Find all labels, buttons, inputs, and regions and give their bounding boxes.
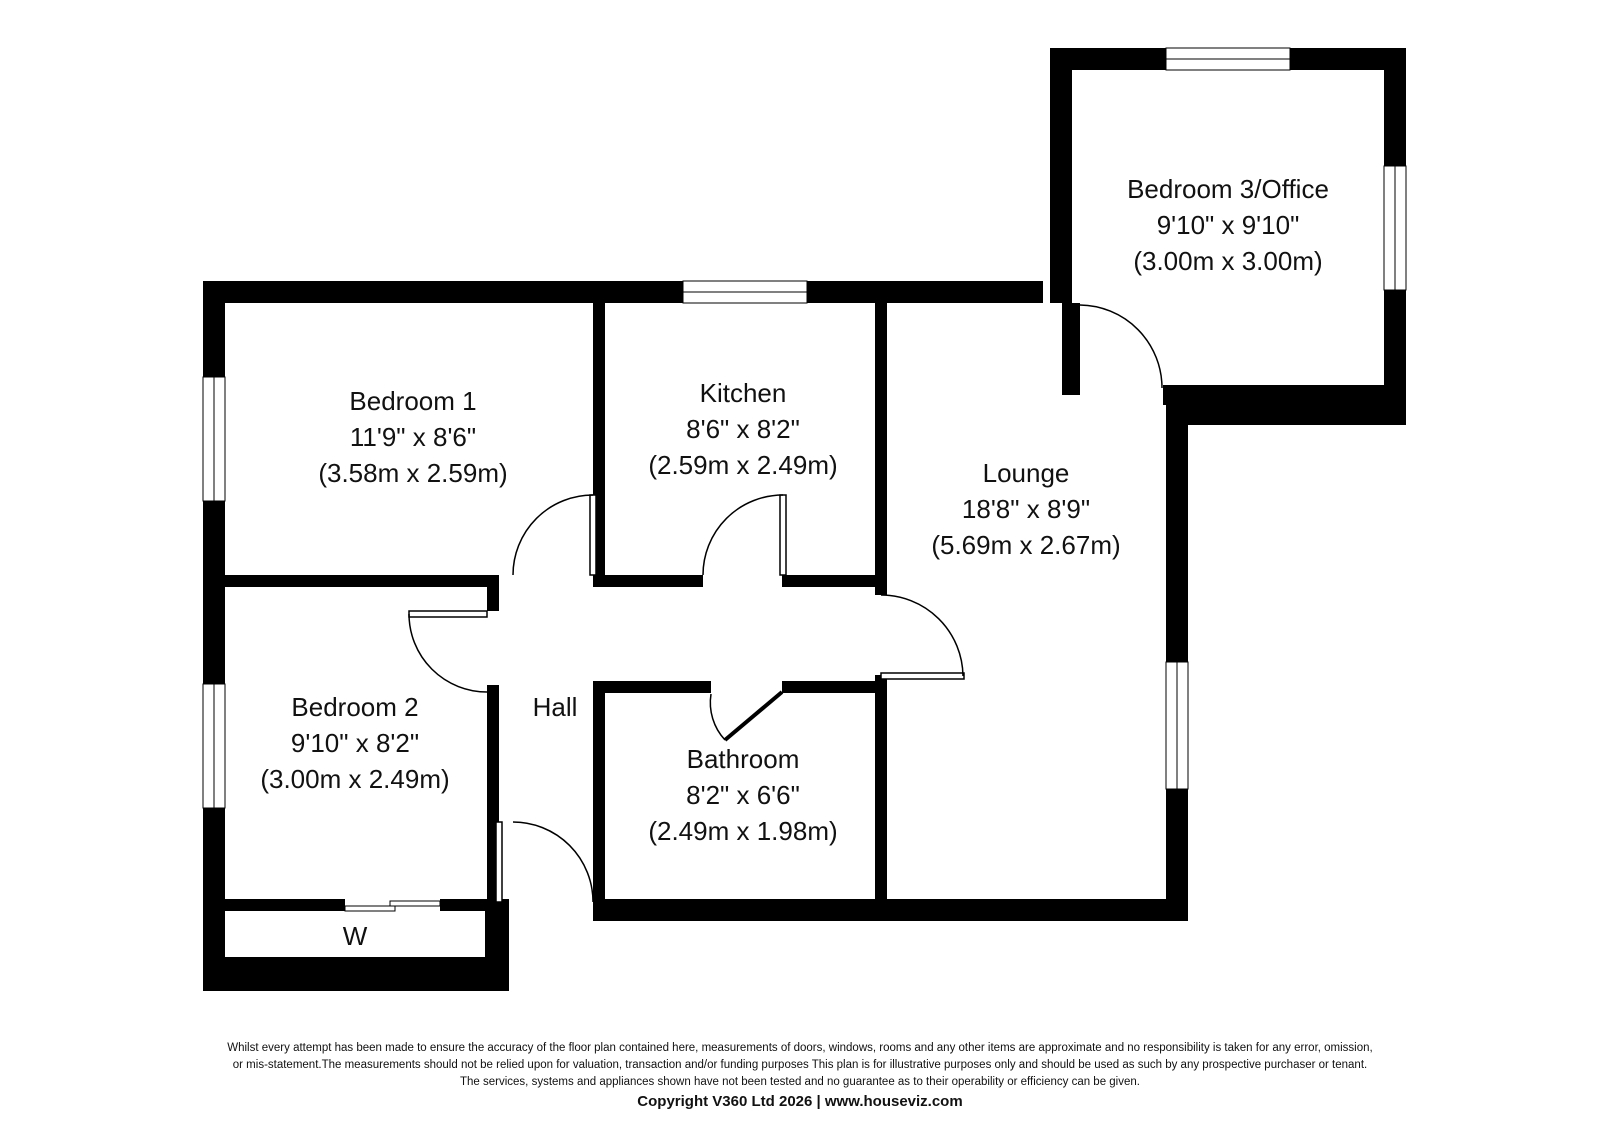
room-lounge: Lounge 18'8" x 8'9" (5.69m x 2.67m) — [931, 458, 1120, 560]
room-hall: Hall — [533, 692, 578, 722]
walls — [203, 48, 1406, 991]
room-bedroom2: Bedroom 2 9'10" x 8'2" (3.00m x 2.49m) — [260, 692, 449, 794]
window-bedroom2 — [202, 683, 226, 809]
room-bedroom2-name: Bedroom 2 — [291, 692, 418, 722]
window-kitchen — [682, 280, 808, 304]
room-lounge-imperial: 18'8" x 8'9" — [962, 494, 1090, 524]
wardrobe-sliding-doors — [344, 900, 441, 912]
doors — [408, 304, 1163, 903]
room-lounge-name: Lounge — [983, 458, 1070, 488]
door-entrance — [495, 821, 594, 903]
room-bedroom2-imperial: 9'10" x 8'2" — [291, 728, 419, 758]
room-wardrobe-name: W — [343, 921, 368, 951]
room-kitchen: Kitchen 8'6" x 8'2" (2.59m x 2.49m) — [648, 378, 837, 480]
window-bedroom3-right — [1383, 165, 1407, 291]
window-lounge — [1165, 661, 1189, 790]
room-bedroom3-name: Bedroom 3/Office — [1127, 174, 1329, 204]
room-bedroom3-imperial: 9'10" x 9'10" — [1157, 210, 1300, 240]
disclaimer-line-2: or mis-statement.The measurements should… — [232, 1059, 1368, 1071]
windows — [202, 47, 1407, 809]
room-bedroom3: Bedroom 3/Office 9'10" x 9'10" (3.00m x … — [1127, 174, 1329, 276]
room-wardrobe: W — [343, 921, 368, 951]
door-bathroom — [709, 690, 784, 742]
disclaimer-line-3: The services, systems and appliances sho… — [460, 1076, 1140, 1088]
room-bedroom3-metric: (3.00m x 3.00m) — [1133, 246, 1322, 276]
room-bedroom1: Bedroom 1 11'9" x 8'6" (3.58m x 2.59m) — [318, 386, 507, 488]
room-bathroom-name: Bathroom — [687, 744, 800, 774]
door-lounge — [880, 594, 965, 680]
door-bedroom3 — [1079, 304, 1163, 389]
window-bedroom3-top — [1165, 47, 1291, 71]
disclaimer: Whilst every attempt has been made to en… — [0, 1040, 1600, 1091]
copyright: Copyright V360 Ltd 2026 | www.houseviz.c… — [637, 1093, 963, 1110]
room-bathroom: Bathroom 8'2" x 6'6" (2.49m x 1.98m) — [648, 744, 837, 846]
door-bedroom1 — [512, 494, 597, 576]
room-bedroom1-metric: (3.58m x 2.59m) — [318, 458, 507, 488]
room-kitchen-metric: (2.59m x 2.49m) — [648, 450, 837, 480]
room-lounge-metric: (5.69m x 2.67m) — [931, 530, 1120, 560]
room-bedroom1-name: Bedroom 1 — [349, 386, 476, 416]
room-hall-name: Hall — [533, 692, 578, 722]
room-bedroom1-imperial: 11'9" x 8'6" — [350, 422, 476, 452]
window-bedroom1 — [202, 376, 226, 502]
door-bedroom2 — [408, 610, 488, 693]
room-bathroom-metric: (2.49m x 1.98m) — [648, 816, 837, 846]
room-bathroom-imperial: 8'2" x 6'6" — [686, 780, 800, 810]
room-kitchen-imperial: 8'6" x 8'2" — [686, 414, 800, 444]
disclaimer-line-1: Whilst every attempt has been made to en… — [227, 1042, 1373, 1054]
room-bedroom2-metric: (3.00m x 2.49m) — [260, 764, 449, 794]
door-kitchen — [702, 494, 787, 576]
room-kitchen-name: Kitchen — [700, 378, 787, 408]
